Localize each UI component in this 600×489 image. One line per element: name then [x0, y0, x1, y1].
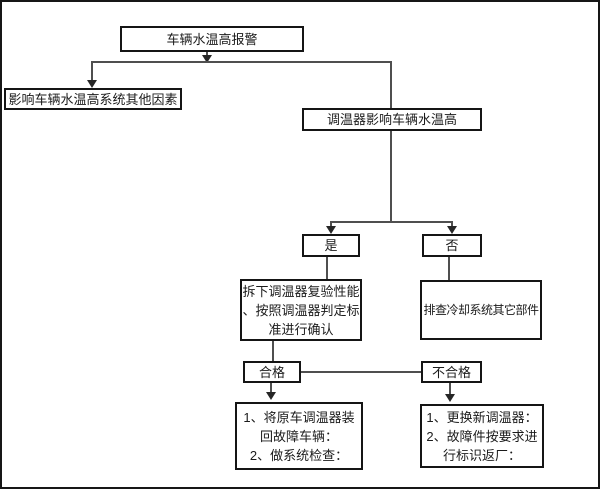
retest-line-3: 准进行确认	[268, 321, 334, 337]
connector-thermostat-down	[390, 131, 392, 223]
arrowhead-alarm-to-branch	[202, 55, 212, 63]
node-pass: 合格	[243, 361, 301, 383]
node-other-system-factors: 影响车辆水温高系统其他因素	[4, 88, 182, 110]
fail-actions-line-1: 1、更换新调温器：	[426, 409, 538, 425]
fail-actions-line-2: 2、故障件按要求进	[426, 428, 538, 444]
connector-branch-horizontal	[91, 61, 392, 63]
node-no: 否	[422, 234, 482, 257]
connector-retest-to-pass	[272, 341, 274, 361]
arrowhead-to-yes	[326, 226, 336, 234]
arrowhead-to-other-factors	[87, 80, 97, 88]
connector-no-to-inspect	[448, 257, 450, 280]
node-retest-thermostat: 拆下调温器复验性能 、按照调温器判定标 准进行确认	[240, 279, 362, 341]
pass-actions-line-1: 1、将原车调温器装	[243, 409, 355, 425]
connector-to-thermostat	[390, 62, 392, 108]
node-thermostat-cause: 调温器影响车辆水温高	[302, 108, 482, 131]
node-water-temp-alarm: 车辆水温高报警	[120, 26, 304, 52]
connector-yesno-horizontal	[330, 221, 453, 223]
connector-pass-to-fail	[301, 371, 421, 373]
node-yes: 是	[302, 234, 360, 257]
node-fail-actions: 1、更换新调温器： 2、故障件按要求进 行标识返厂：	[420, 404, 544, 468]
pass-actions-line-3: 2、做系统检查：	[249, 447, 349, 463]
arrowhead-to-no	[447, 226, 457, 234]
arrowhead-to-pass-actions	[266, 392, 276, 400]
connector-alarm-down	[206, 50, 208, 56]
connector-to-other-factors	[91, 62, 93, 80]
connector-fail-down	[449, 383, 451, 395]
pass-actions-line-2: 回故障车辆：	[259, 428, 338, 444]
retest-line-2: 、按照调温器判定标	[242, 302, 360, 318]
connector-to-yes	[330, 222, 332, 227]
arrowhead-to-fail-actions	[445, 394, 455, 402]
node-inspect-cooling-system: 排查冷却系统其它部件	[420, 280, 542, 340]
connector-pass-down	[270, 383, 272, 393]
node-fail: 不合格	[421, 361, 482, 383]
node-pass-actions: 1、将原车调温器装 回故障车辆： 2、做系统检查：	[235, 402, 363, 470]
fail-actions-line-3: 行标识返厂：	[442, 447, 521, 463]
retest-line-1: 拆下调温器复验性能	[242, 283, 360, 299]
connector-to-no	[451, 222, 453, 227]
connector-yes-to-retest	[326, 257, 328, 279]
